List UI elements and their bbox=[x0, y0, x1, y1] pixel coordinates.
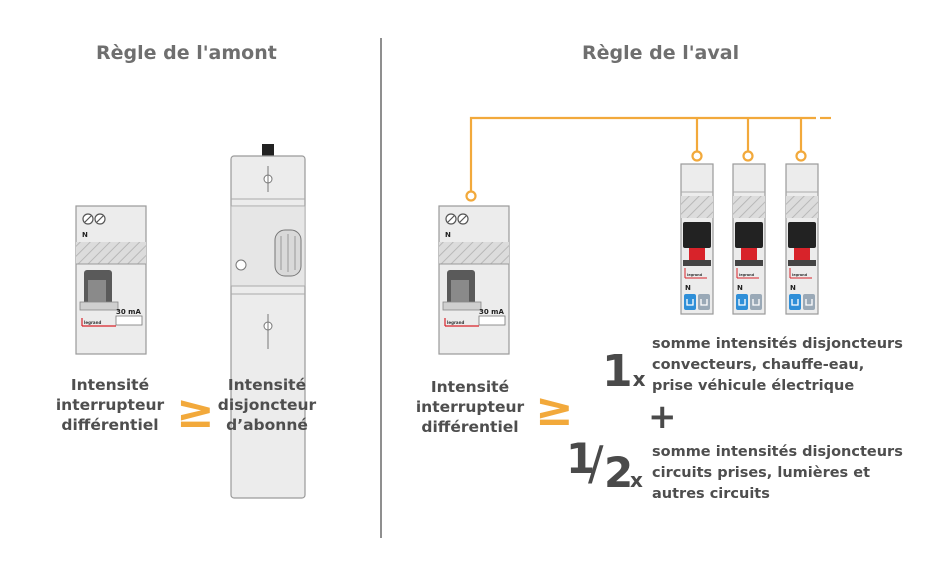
rcd-brand: legrand bbox=[84, 320, 101, 325]
greater-equal-sign-downstream: ≥ bbox=[535, 382, 574, 436]
rcd-rating: 30 mA bbox=[116, 308, 141, 316]
rcd-rating: 30 mA bbox=[479, 308, 504, 316]
rcd-module-downstream: N 30 mA legrand bbox=[438, 205, 510, 355]
circuit-breaker-2: legrand N bbox=[732, 163, 766, 315]
svg-text:legrand: legrand bbox=[687, 273, 703, 277]
group-two-description: somme intensités disjoncteurs circuits p… bbox=[652, 444, 903, 502]
upstream-rule-title: Règle de l'amont bbox=[96, 42, 277, 64]
main-breaker-label: Intensité disjoncteur d’abonné bbox=[217, 376, 317, 434]
svg-text:N: N bbox=[790, 284, 796, 292]
rcd-module-upstream: N 30 mA legrand bbox=[75, 205, 147, 355]
rcd-brand: legrand bbox=[447, 320, 464, 325]
coefficient-half: 1 / 2 x bbox=[566, 434, 643, 497]
rcd-n-label: N bbox=[445, 231, 451, 239]
wiring bbox=[465, 116, 831, 202]
upstream-rcd-label: Intensité interrupteur différentiel bbox=[55, 376, 165, 434]
svg-text:legrand: legrand bbox=[792, 273, 808, 277]
circuit-breaker-1: legrand N bbox=[680, 163, 714, 315]
group-one-description: somme intensités disjoncteurs convecteur… bbox=[652, 336, 903, 394]
main-breaker-module bbox=[230, 144, 306, 499]
downstream-rcd-label: Intensité interrupteur différentiel bbox=[415, 378, 525, 436]
plus-sign: + bbox=[648, 397, 677, 437]
coefficient-one: 1x bbox=[602, 346, 646, 397]
svg-text:legrand: legrand bbox=[739, 273, 755, 277]
greater-equal-sign-upstream: ≥ bbox=[176, 384, 215, 438]
svg-text:N: N bbox=[685, 284, 691, 292]
rcd-n-label: N bbox=[82, 231, 88, 239]
circuit-breaker-3: legrand N bbox=[785, 163, 819, 315]
section-divider bbox=[380, 38, 382, 538]
svg-text:N: N bbox=[737, 284, 743, 292]
downstream-rule-title: Règle de l'aval bbox=[582, 42, 740, 64]
